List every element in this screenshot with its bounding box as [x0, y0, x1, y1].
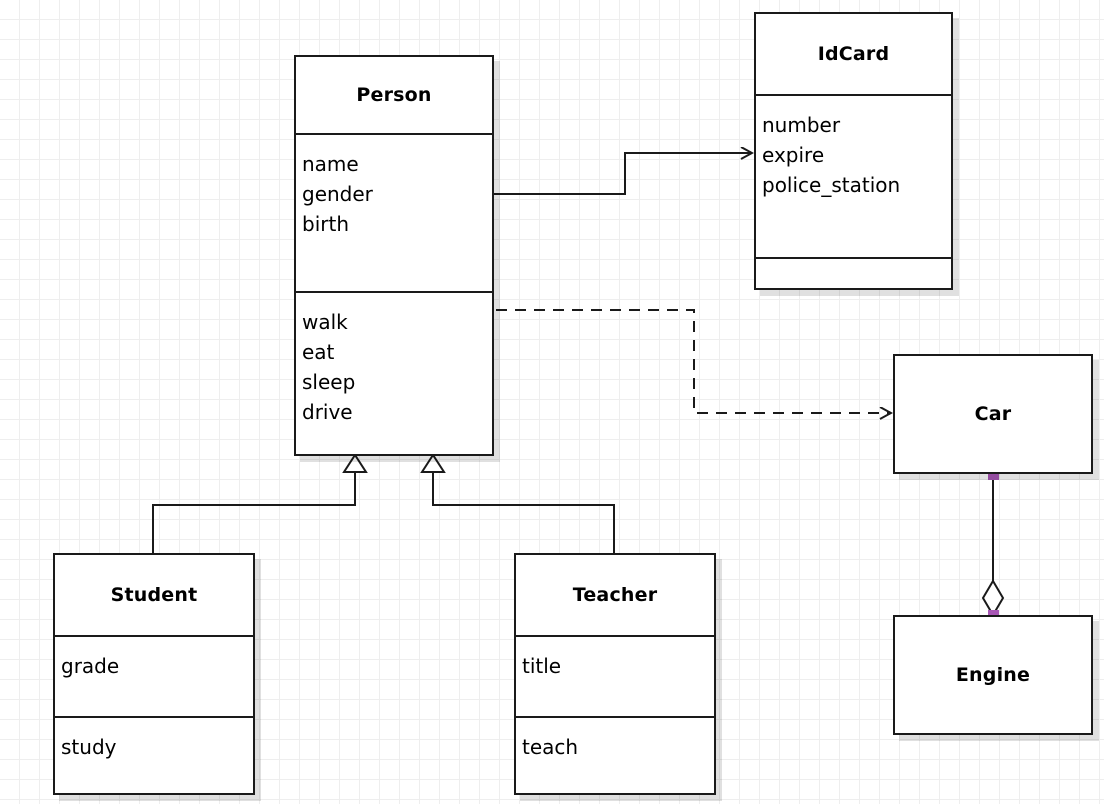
edge-student-person[interactable] [152, 453, 368, 553]
attribute-row: gender [302, 182, 373, 206]
class-name-teacher: Teacher [572, 584, 658, 606]
class-operations-teacher: teach [516, 716, 714, 797]
attribute-row: police_station [762, 173, 901, 197]
operation-row: eat [302, 340, 335, 364]
generalization-triangle-teacher [420, 453, 446, 473]
attribute-row: title [522, 654, 562, 678]
class-operations-person: walk eat sleep drive [296, 291, 492, 454]
class-attributes-idcard: number expire police_station [756, 94, 951, 257]
attribute-row: grade [61, 654, 120, 678]
operation-row: drive [302, 400, 353, 424]
class-attributes-person: name gender birth [296, 133, 492, 291]
class-box-student[interactable]: Student grade study [53, 553, 255, 795]
class-name-engine: Engine [955, 664, 1031, 686]
edge-person-car[interactable] [496, 309, 891, 413]
class-name-car: Car [974, 403, 1012, 425]
attribute-row: expire [762, 143, 825, 167]
class-operations-student: study [55, 716, 253, 797]
attribute-row: name [302, 152, 359, 176]
operation-row: sleep [302, 370, 356, 394]
class-name-person: Person [356, 84, 432, 106]
class-name-student: Student [110, 584, 198, 606]
class-box-car[interactable]: Car [893, 354, 1093, 474]
generalization-triangle-student [342, 453, 368, 473]
class-attributes-teacher: title [516, 635, 714, 716]
class-box-teacher[interactable]: Teacher title teach [514, 553, 716, 795]
class-name-idcard: IdCard [817, 43, 890, 65]
edge-car-engine[interactable] [981, 474, 1005, 617]
attribute-row: number [762, 113, 841, 137]
operation-row: teach [522, 735, 579, 759]
class-box-engine[interactable]: Engine [893, 615, 1093, 735]
class-box-idcard[interactable]: IdCard number expire police_station [754, 12, 953, 290]
attribute-row: birth [302, 212, 349, 236]
class-box-person[interactable]: Person name gender birth walk eat sleep … [294, 55, 494, 456]
operation-row: walk [302, 310, 348, 334]
edge-teacher-person[interactable] [420, 453, 615, 553]
class-operations-idcard [756, 257, 951, 288]
class-attributes-student: grade [55, 635, 253, 716]
operation-row: study [61, 735, 117, 759]
edge-handle-car-end[interactable] [988, 469, 999, 480]
edge-person-idcard[interactable] [494, 153, 752, 195]
